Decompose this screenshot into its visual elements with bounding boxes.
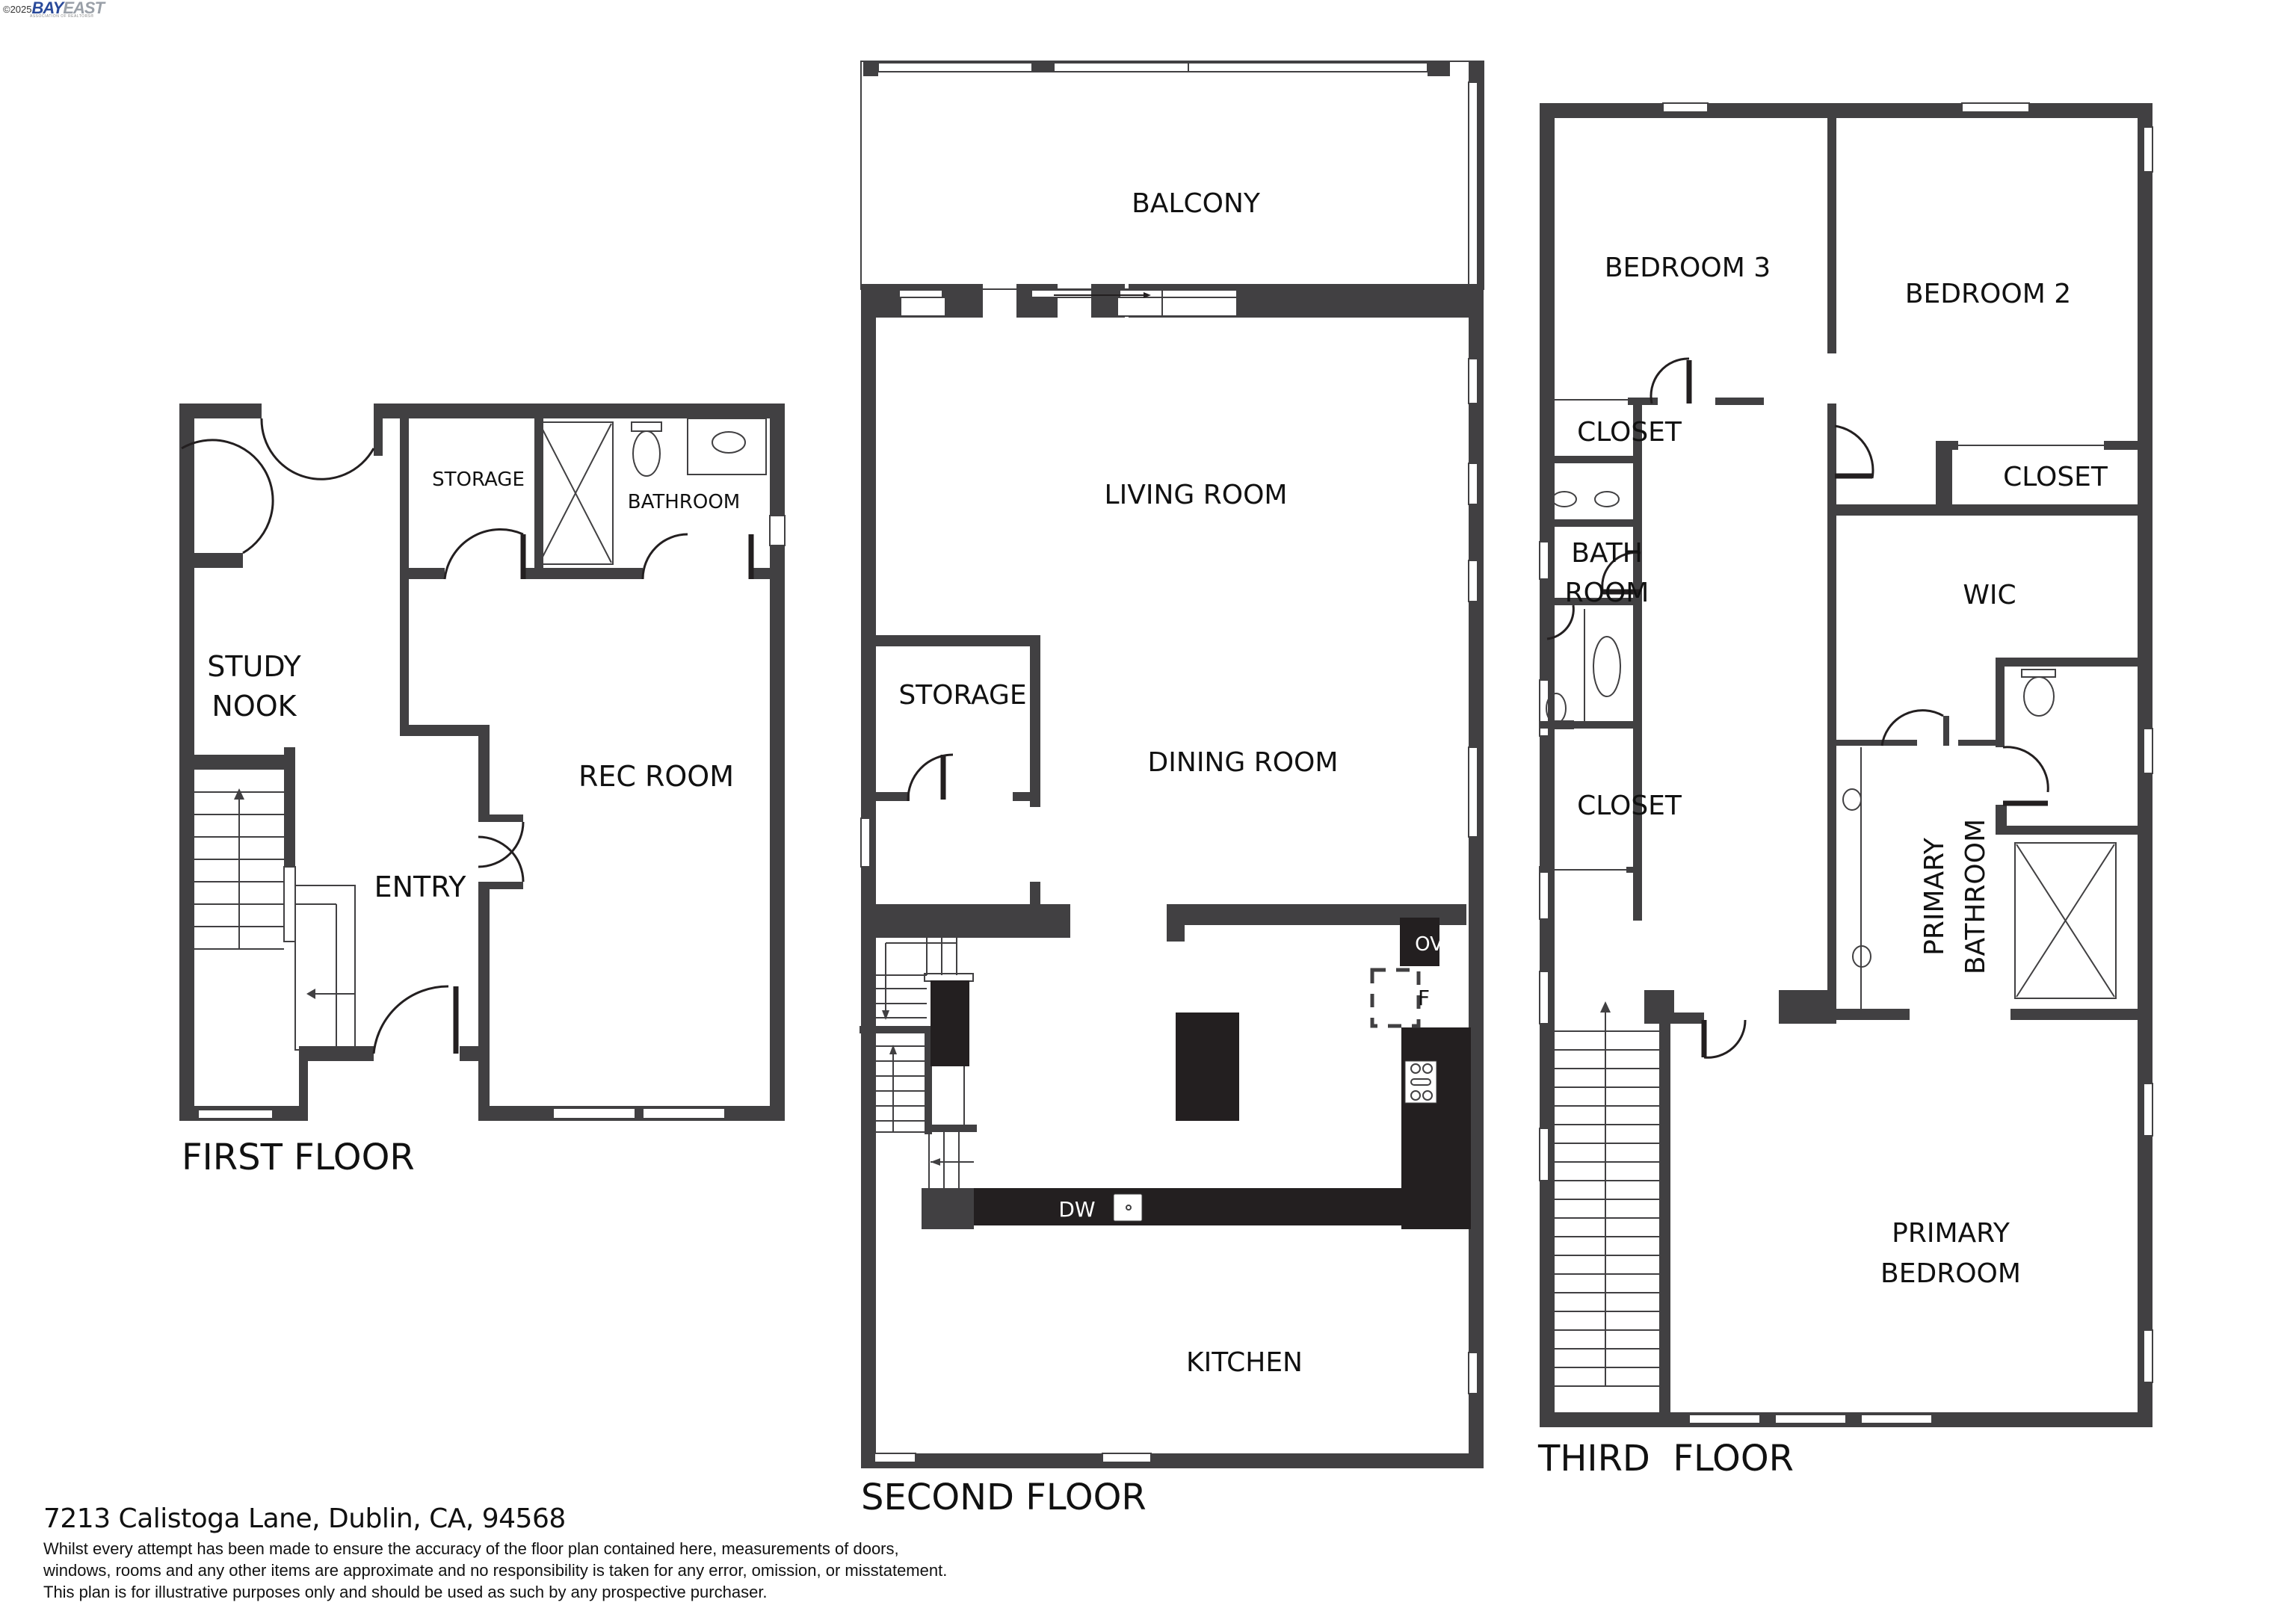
label-bedroom-2: BEDROOM 2: [1905, 279, 2071, 309]
label-first-storage: STORAGE: [432, 469, 525, 491]
label-primary-bathroom-1: PRIMARY: [1919, 837, 1950, 956]
label-study-nook-2: NOOK: [212, 690, 297, 723]
disclaimer-line: This plan is for illustrative purposes o…: [43, 1583, 768, 1601]
label-bedroom-3: BEDROOM 3: [1605, 253, 1771, 283]
label-dishwasher: DW: [1058, 1197, 1095, 1222]
label-study-nook-1: STUDY: [207, 650, 301, 683]
label-dining-room: DINING ROOM: [1148, 747, 1339, 778]
third-floor-title: THIRD FLOOR: [1537, 1438, 1794, 1480]
property-address: 7213 Calistoga Lane, Dublin, CA, 94568: [43, 1503, 566, 1534]
label-fridge: F: [1418, 986, 1430, 1010]
label-balcony: BALCONY: [1132, 188, 1261, 219]
label-wic: WIC: [1963, 580, 2016, 610]
logo-bay: BAY: [31, 0, 64, 17]
second-floor-plan: OV F DW BALCONY LIVING ROOM STORAGE DINI…: [860, 61, 1484, 1518]
label-first-bathroom: BATHROOM: [628, 491, 740, 513]
disclaimer-line: Whilst every attempt has been made to en…: [43, 1539, 899, 1558]
label-living-room: LIVING ROOM: [1105, 480, 1288, 510]
logo-east: EAST: [63, 0, 105, 17]
label-closet-hall: CLOSET: [1577, 791, 1682, 821]
label-rec-room: REC ROOM: [578, 760, 734, 793]
second-floor-title: SECOND FLOOR: [861, 1477, 1147, 1518]
logo-subtitle: ASSOCIATION OF REALTORS®: [30, 14, 94, 19]
label-bath-room-1: BATH: [1571, 538, 1643, 569]
label-oven: OV: [1415, 933, 1443, 956]
copyright-text: ©2025: [3, 4, 32, 15]
label-closet-bedroom-3: CLOSET: [1577, 417, 1682, 448]
label-entry: ENTRY: [374, 871, 467, 903]
third-floor-plan: BEDROOM 3 BEDROOM 2 CLOSET CLOSET BATH R…: [1537, 102, 2153, 1480]
label-primary-bedroom-2: BEDROOM: [1880, 1258, 2021, 1289]
label-second-storage: STORAGE: [898, 680, 1026, 711]
bay-east-logo: ©2025 BAY EAST ASSOCIATION OF REALTORS®: [3, 0, 105, 19]
first-floor-title: FIRST FLOOR: [182, 1137, 415, 1178]
first-floor-plan: STORAGE BATHROOM STUDY NOOK REC ROOM ENT…: [179, 404, 786, 1178]
label-primary-bathroom-2: BATHROOM: [1960, 819, 1991, 974]
label-primary-bedroom-1: PRIMARY: [1892, 1218, 2010, 1249]
disclaimer-line: windows, rooms and any other items are a…: [43, 1561, 948, 1580]
label-closet-bedroom-2: CLOSET: [2003, 462, 2108, 492]
label-bath-room-2: ROOM: [1565, 578, 1650, 608]
disclaimer: Whilst every attempt has been made to en…: [43, 1538, 1090, 1603]
label-kitchen: KITCHEN: [1186, 1347, 1303, 1378]
